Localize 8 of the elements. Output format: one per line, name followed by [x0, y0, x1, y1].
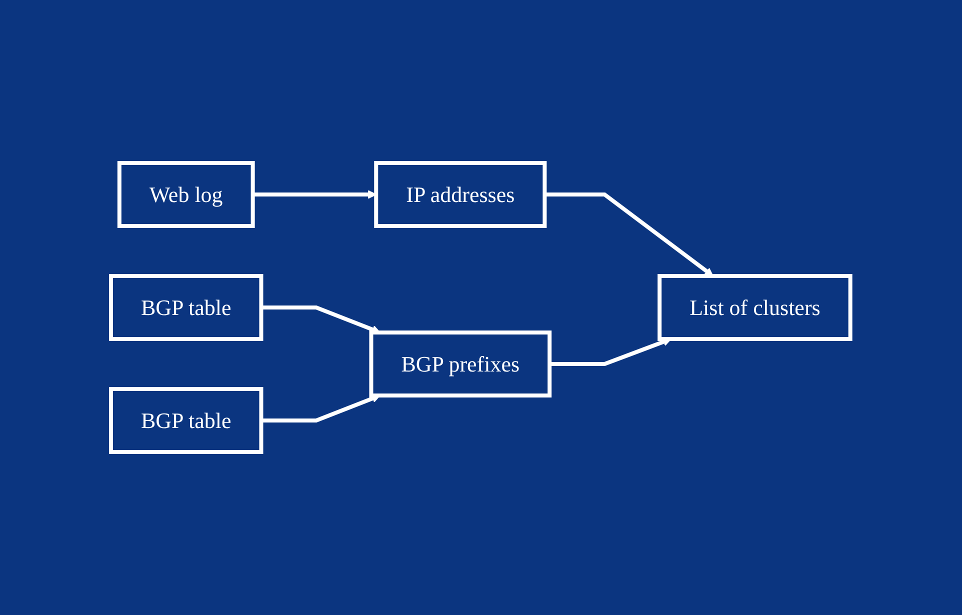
arrow: [253, 190, 377, 199]
node-box: Web log: [118, 161, 256, 228]
node-box: List of clusters: [658, 274, 853, 341]
node-box: BGP prefixes: [370, 330, 552, 398]
arrow: [545, 192, 714, 276]
node-box: BGP table: [109, 274, 264, 341]
node-box: IP addresses: [374, 161, 548, 228]
node-box: BGP table: [109, 387, 264, 454]
